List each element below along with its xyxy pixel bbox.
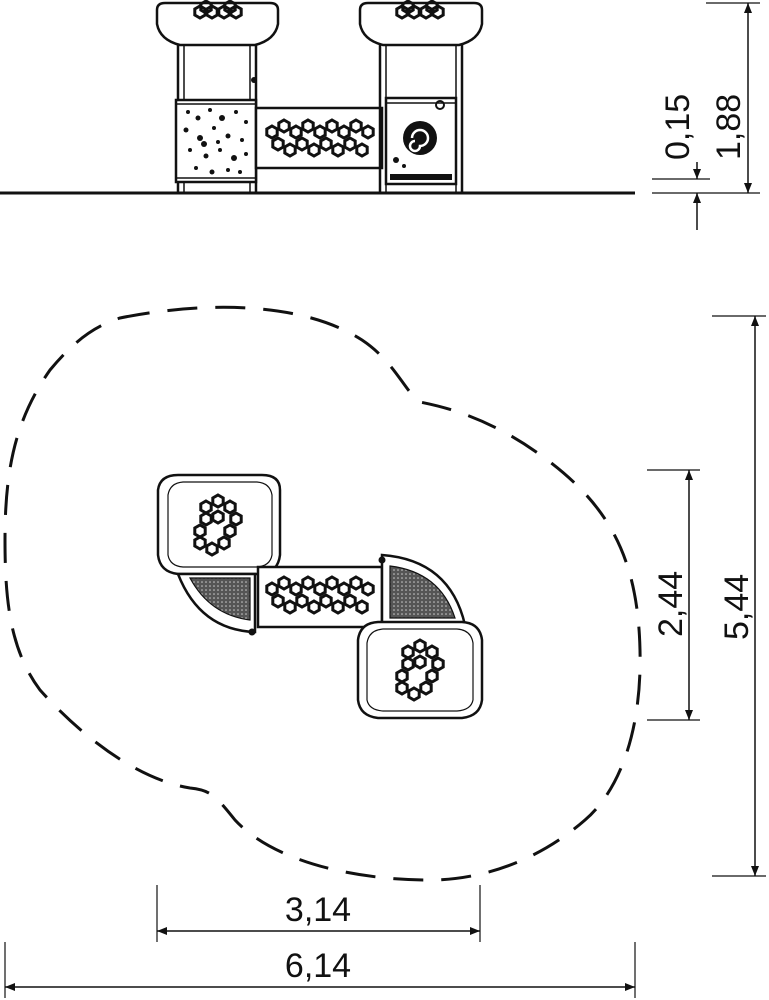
- perforated-panel: [183, 108, 248, 175]
- right-deck: [356, 553, 484, 720]
- safety-zone-depth-label: 5,44: [718, 574, 756, 640]
- ground-offset-label: 0,15: [659, 94, 697, 160]
- total-height-label: 1,88: [710, 94, 748, 160]
- right-tower: [358, 0, 484, 193]
- spiral-spinner-icon: [403, 121, 437, 155]
- equipment-depth-label: 2,44: [652, 571, 690, 637]
- safety-zone-outline: [3, 305, 642, 882]
- side-view: 1,88 0,15: [0, 0, 760, 230]
- plan-depth-dimensions: 2,44 5,44: [647, 315, 766, 877]
- plan-view: 2,44 5,44 3,14 6,14: [3, 305, 766, 998]
- equipment-width-label: 3,14: [285, 891, 351, 929]
- safety-zone-width-label: 6,14: [285, 947, 351, 985]
- height-dimension: 1,88 0,15: [652, 2, 760, 230]
- left-deck: [156, 473, 282, 636]
- bridge-panel: [254, 106, 384, 170]
- plan-width-dimensions: 3,14 6,14: [4, 885, 636, 998]
- bridge-plan: [256, 565, 384, 629]
